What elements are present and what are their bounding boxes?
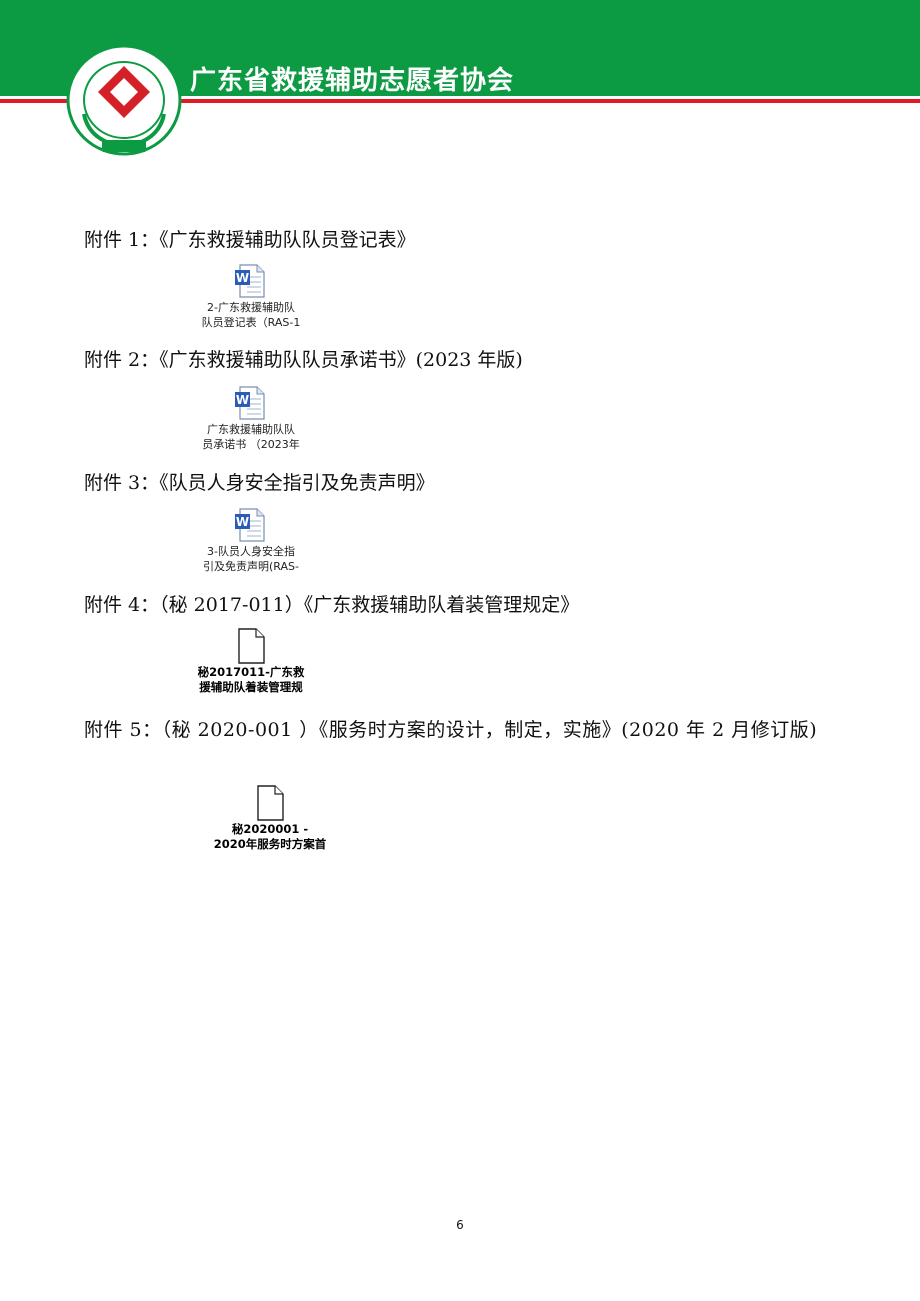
- attachment-1-caption-line2: 队员登记表（RAS-1: [201, 316, 301, 329]
- attachment-2-caption-line1: 广东救援辅助队队: [207, 423, 295, 436]
- attachment-1-title: 附件 1：《广东救援辅助队队员登记表》: [84, 229, 416, 251]
- attachment-4-caption-line1: 秘2017011-广东救: [197, 666, 305, 679]
- attachment-5-title: 附件 5：（秘 2020-001 ）《服务时方案的设计，制定，实施》(2020 …: [84, 719, 818, 741]
- word-doc-icon: W: [235, 386, 265, 420]
- svg-text:W: W: [236, 271, 249, 285]
- attachment-1-file[interactable]: W 2-广东救援辅助队 队员登记表（RAS-1: [181, 263, 321, 329]
- attachment-5-caption-line1: 秘2020001 -: [231, 823, 309, 836]
- word-doc-icon: W: [235, 508, 265, 542]
- header-divider-red: [0, 99, 920, 103]
- word-doc-icon: W: [235, 264, 265, 298]
- blank-file-icon: [257, 785, 284, 821]
- organization-name: 广东省救援辅助志愿者协会: [190, 66, 515, 96]
- header-divider-white: [0, 96, 920, 99]
- attachment-4-file[interactable]: 秘2017011-广东救 援辅助队着装管理规: [181, 628, 321, 694]
- gdras-emblem-icon: [66, 44, 182, 156]
- attachment-3-title: 附件 3：《队员人身安全指引及免责声明》: [84, 472, 435, 494]
- attachment-3-caption-line1: 3-队员人身安全指: [207, 545, 295, 558]
- attachment-2-title: 附件 2：《广东救援辅助队队员承诺书》(2023 年版): [84, 349, 523, 371]
- page-number: 6: [456, 1218, 464, 1232]
- svg-text:W: W: [236, 515, 249, 529]
- attachment-5-file[interactable]: 秘2020001 - 2020年服务时方案首: [200, 785, 340, 851]
- attachment-4-title: 附件 4：（秘 2017-011）《广东救援辅助队着装管理规定》: [84, 594, 580, 616]
- attachment-4-caption-line2: 援辅助队着装管理规: [199, 681, 303, 694]
- attachment-5-caption-line2: 2020年服务时方案首: [213, 838, 327, 851]
- attachment-1-caption-line1: 2-广东救援辅助队: [207, 301, 295, 314]
- attachment-2-file[interactable]: W 广东救援辅助队队 员承诺书 （2023年: [181, 385, 321, 451]
- svg-text:W: W: [236, 393, 249, 407]
- blank-file-icon: [238, 628, 265, 664]
- attachment-3-caption-line2: 引及免责声明(RAS-: [203, 560, 299, 573]
- attachment-2-caption-line2: 员承诺书 （2023年: [202, 438, 300, 451]
- attachment-3-file[interactable]: W 3-队员人身安全指 引及免责声明(RAS-: [181, 507, 321, 573]
